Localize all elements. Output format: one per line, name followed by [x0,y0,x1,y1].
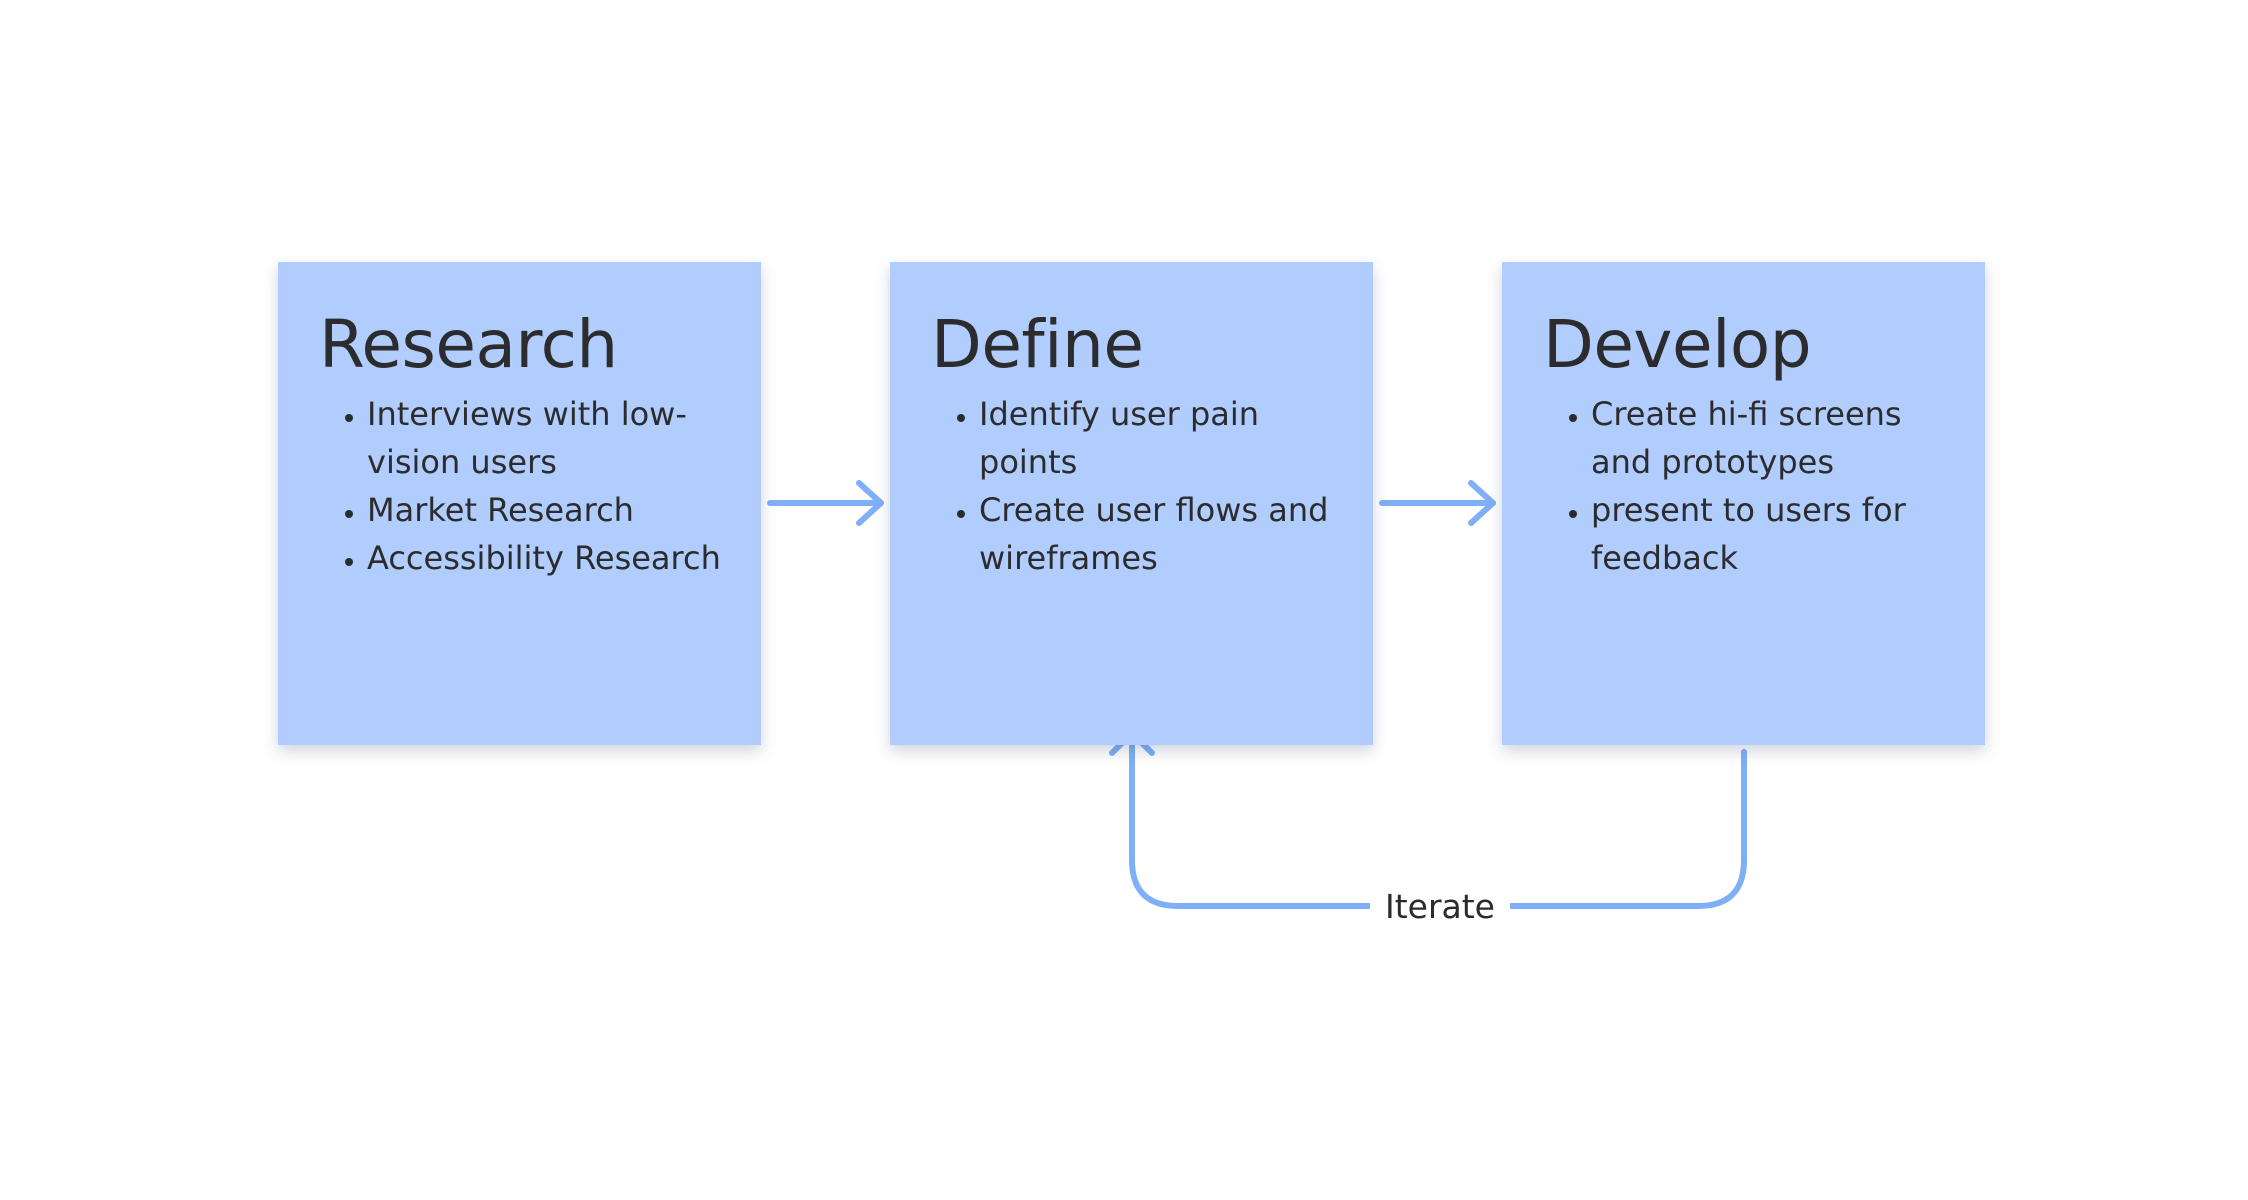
card-title-define: Define [931,306,1144,383]
list-item: Accessibility Research [367,534,731,582]
develop-list: Create hi-fi screens and prototypes pres… [1543,390,1955,582]
list-item: Create hi-fi screens and prototypes [1591,390,1955,486]
arrow-define-to-develop [1379,480,1496,526]
list-item: Market Research [367,486,731,534]
list-item: Identify user pain points [979,390,1343,486]
list-item: Interviews with low-vision users [367,390,731,486]
card-title-research: Research [319,306,618,383]
iterate-label: Iterate [1370,880,1510,934]
card-develop: Develop Create hi-fi screens and prototy… [1502,262,1985,745]
card-research: Research Interviews with low-vision user… [278,262,761,745]
list-item: present to users for feedback [1591,486,1955,582]
arrow-research-to-define [767,480,884,526]
research-list: Interviews with low-vision users Market … [319,390,731,582]
list-item: Create user flows and wireframes [979,486,1343,582]
card-title-develop: Develop [1543,306,1812,383]
card-define: Define Identify user pain points Create … [890,262,1373,745]
define-list: Identify user pain points Create user fl… [931,390,1343,582]
